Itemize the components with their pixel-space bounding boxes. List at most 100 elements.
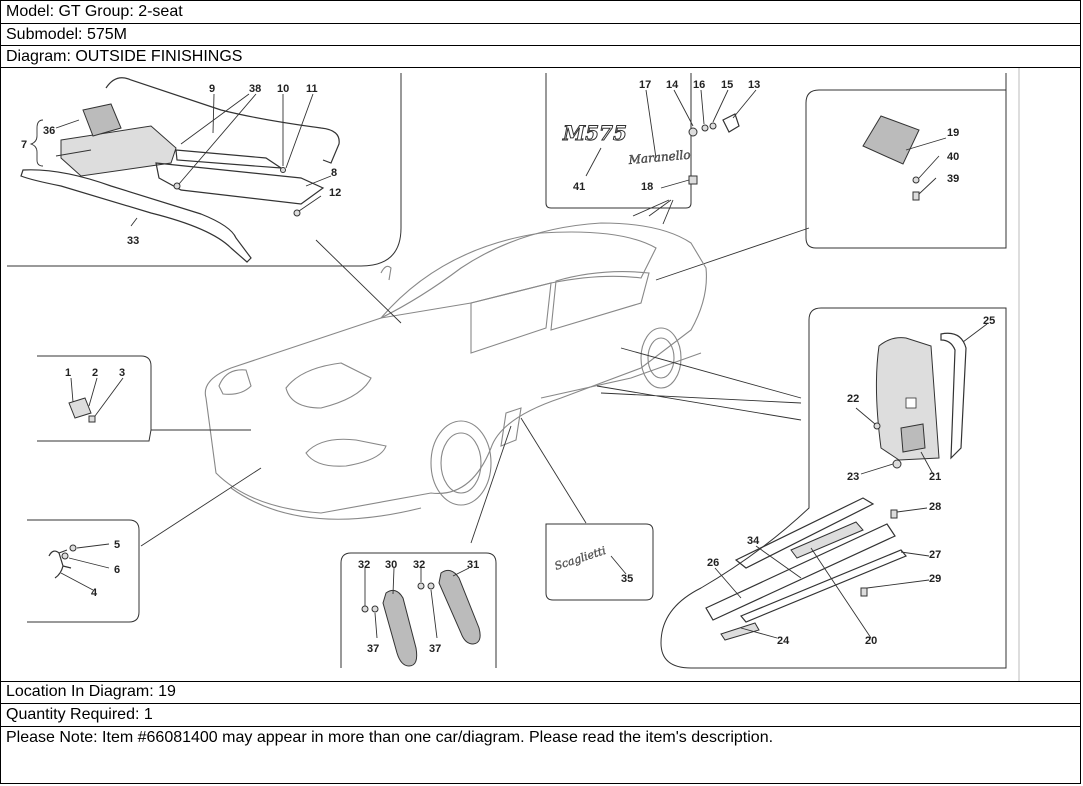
svg-text:9: 9 bbox=[209, 83, 215, 95]
model-row: Model: GT Group: 2-seat bbox=[1, 1, 1080, 24]
part-27-strip bbox=[740, 549, 907, 623]
part-35-script: Scaglietti bbox=[553, 544, 608, 573]
side-vent-leaders bbox=[364, 567, 470, 639]
svg-text:14: 14 bbox=[666, 79, 679, 91]
svg-text:19: 19 bbox=[947, 127, 959, 139]
svg-text:26: 26 bbox=[707, 557, 719, 569]
svg-text:23: 23 bbox=[847, 471, 859, 483]
svg-text:17: 17 bbox=[639, 79, 651, 91]
svg-text:25: 25 bbox=[983, 315, 995, 327]
panel-frame-cowl bbox=[7, 73, 402, 267]
badge-pointers bbox=[632, 199, 674, 225]
part-13-clip bbox=[722, 113, 740, 133]
panel1-leaders bbox=[70, 377, 124, 417]
quantity-row: Quantity Required: 1 bbox=[1, 704, 1080, 727]
svg-text:37: 37 bbox=[429, 643, 441, 655]
part-21-vent bbox=[900, 423, 926, 453]
svg-text:31: 31 bbox=[467, 559, 479, 571]
part-36-mesh bbox=[82, 103, 122, 137]
part-15-washer bbox=[709, 122, 717, 130]
part-8-panel bbox=[155, 162, 325, 205]
svg-text:27: 27 bbox=[929, 549, 941, 561]
part-39-screw bbox=[912, 191, 920, 201]
part-31-side-vent bbox=[438, 569, 481, 645]
part-28-screw bbox=[890, 509, 898, 519]
diagram-title-row: Diagram: OUTSIDE FINISHINGS bbox=[1, 46, 1080, 68]
panel4-pointer bbox=[140, 467, 262, 547]
sill-upper-leaders bbox=[855, 323, 988, 475]
svg-text:10: 10 bbox=[277, 83, 289, 95]
diagram-title-text: Diagram: OUTSIDE FINISHINGS bbox=[6, 48, 243, 65]
svg-text:18: 18 bbox=[641, 181, 653, 193]
svg-text:3: 3 bbox=[119, 367, 125, 379]
location-text: Location In Diagram: 19 bbox=[6, 683, 176, 700]
badge-m575: M575 bbox=[562, 121, 627, 145]
part-32-nut-right bbox=[417, 582, 425, 590]
svg-text:7: 7 bbox=[21, 139, 27, 151]
quantity-text: Quantity Required: 1 bbox=[6, 706, 153, 723]
vent-side-pointer bbox=[470, 425, 512, 544]
script-pointer bbox=[520, 417, 587, 524]
part-25-strip bbox=[940, 332, 967, 460]
part-33-strip bbox=[20, 169, 252, 263]
note-text: Please Note: Item #66081400 may appear i… bbox=[6, 729, 774, 746]
panel-frame-4 bbox=[27, 519, 140, 623]
svg-text:24: 24 bbox=[777, 635, 790, 647]
panel-frame-1 bbox=[37, 355, 152, 442]
svg-text:36: 36 bbox=[43, 125, 55, 137]
cowl-pointer bbox=[315, 239, 402, 324]
part-37-washer-left bbox=[371, 605, 379, 613]
svg-text:6: 6 bbox=[114, 564, 120, 576]
panel-frame-script bbox=[545, 523, 654, 601]
svg-text:37: 37 bbox=[367, 643, 379, 655]
part-16-washer bbox=[701, 124, 709, 132]
note-row: Please Note: Item #66081400 may appear i… bbox=[1, 727, 1080, 783]
part-26-sill bbox=[705, 523, 896, 621]
part-4-horse-emblem bbox=[48, 549, 72, 579]
location-row: Location In Diagram: 19 bbox=[1, 681, 1080, 704]
svg-text:28: 28 bbox=[929, 501, 941, 513]
submodel-row: Submodel: 575M bbox=[1, 24, 1080, 46]
vent-pointer bbox=[655, 227, 810, 281]
part-21-badge bbox=[905, 397, 917, 409]
sill-lower-leaders bbox=[714, 507, 930, 639]
part-34-board bbox=[734, 497, 875, 569]
svg-text:11: 11 bbox=[306, 83, 318, 95]
part-32-nut-left bbox=[361, 605, 369, 613]
svg-text:21: 21 bbox=[929, 471, 941, 483]
part-37-washer-right bbox=[427, 582, 435, 590]
bracket-7 bbox=[29, 119, 44, 167]
svg-text:16: 16 bbox=[693, 79, 705, 91]
panel-frame-badges bbox=[545, 73, 692, 209]
part-18-nut bbox=[688, 175, 698, 185]
part-12-clip bbox=[293, 209, 301, 217]
part-30-side-vent bbox=[382, 589, 418, 667]
svg-text:41: 41 bbox=[573, 181, 585, 193]
panel-frame-side-vents bbox=[340, 552, 497, 668]
part-6-washer bbox=[61, 552, 69, 560]
svg-text:34: 34 bbox=[747, 535, 760, 547]
part-1-bracket bbox=[68, 397, 92, 419]
part-22-screw bbox=[873, 422, 881, 430]
car-outline bbox=[204, 222, 707, 520]
svg-text:20: 20 bbox=[865, 635, 877, 647]
submodel-text: Submodel: 575M bbox=[6, 26, 127, 43]
part-3-screw bbox=[88, 415, 96, 423]
part-24-pad bbox=[720, 622, 760, 641]
part-38-wire bbox=[105, 77, 340, 164]
svg-text:38: 38 bbox=[249, 83, 261, 95]
svg-text:8: 8 bbox=[331, 167, 337, 179]
badge-script-maranello: Maranello bbox=[627, 148, 691, 167]
part-40-washer bbox=[912, 176, 920, 184]
panel-frame-sill bbox=[660, 307, 1007, 669]
svg-text:35: 35 bbox=[621, 573, 633, 585]
diagram-svg: 9 38 10 11 8 12 36 7 33 M575 Maranello 1… bbox=[7, 68, 1020, 681]
cowl-leaders bbox=[55, 93, 332, 227]
sill-pointers bbox=[596, 347, 802, 421]
svg-text:33: 33 bbox=[127, 235, 139, 247]
model-text: Model: GT Group: 2-seat bbox=[6, 3, 183, 20]
part-23-clip bbox=[892, 459, 902, 469]
svg-text:4: 4 bbox=[91, 587, 98, 599]
part-10-seal bbox=[175, 149, 284, 169]
